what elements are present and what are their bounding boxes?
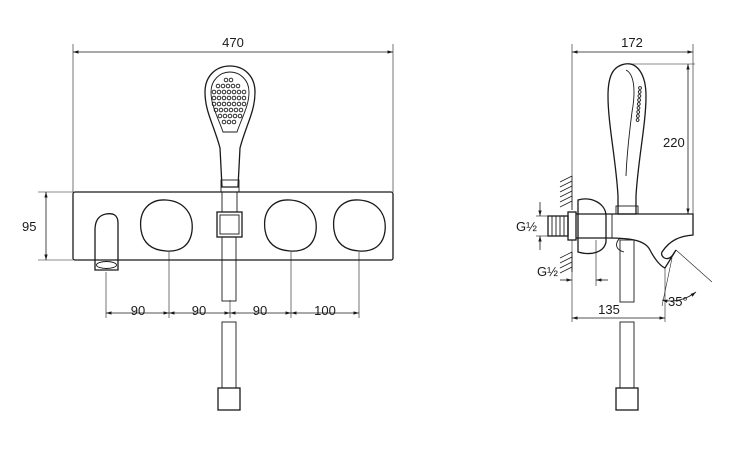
hatch-line — [559, 266, 573, 274]
bath-spout-icon — [94, 213, 119, 271]
hatch-line — [559, 195, 573, 203]
nozzle-dot — [217, 113, 223, 119]
nozzle-dot — [226, 95, 232, 101]
dim-width-label: 470 — [222, 35, 244, 50]
nozzle-dot — [231, 119, 237, 125]
nozzle-dot — [216, 95, 222, 101]
nozzle-dot — [638, 86, 642, 90]
nozzle-dot — [226, 89, 232, 95]
nozzle-dot — [241, 101, 247, 107]
nozzle-dot — [236, 101, 242, 107]
hatch-line — [559, 256, 573, 264]
nozzle-dot — [228, 77, 234, 83]
nozzle-dot — [211, 89, 217, 95]
threaded-connector — [547, 211, 577, 241]
nozzle-dot — [636, 106, 641, 110]
hatch-line — [559, 190, 573, 198]
side-view: 172 220 G½ G½ 135 — [516, 35, 713, 411]
thread-lower-callout: G½ — [537, 240, 608, 286]
nozzle-dot — [231, 89, 237, 95]
hatch-line — [559, 200, 573, 208]
dim-height-label: 95 — [22, 219, 36, 234]
nozzle-dot — [213, 107, 219, 113]
nozzle-dot — [238, 107, 244, 113]
nozzle-dot — [226, 101, 232, 107]
nozzle-dot — [221, 101, 227, 107]
thread-lower-label: G½ — [537, 264, 558, 279]
hatch-line — [559, 180, 573, 188]
nozzle-dot — [233, 107, 239, 113]
nozzle-dot — [236, 95, 242, 101]
nozzle-dot — [226, 119, 232, 125]
hand-shower-icon — [607, 63, 647, 215]
dim-spout-angle-label: 35° — [668, 294, 688, 309]
wall-hatch-icon — [559, 175, 573, 274]
nozzle-dot — [636, 110, 641, 114]
nozzle-dot — [236, 89, 242, 95]
nozzle-dot — [223, 107, 229, 113]
nozzle-dot — [636, 114, 640, 118]
flexible-hose-icon — [216, 191, 243, 411]
nozzle-dot — [223, 77, 229, 83]
bath-spout-icon — [576, 213, 694, 269]
dim-spout-reach-label: 135 — [598, 302, 620, 317]
thread-upper-label: G½ — [516, 219, 537, 234]
nozzle-dot — [221, 89, 227, 95]
dimension-spacing: 90 90 90 100 — [105, 252, 360, 318]
nozzle-dot — [231, 101, 237, 107]
nozzle-dot — [228, 107, 234, 113]
dimension-depth: 172 — [571, 35, 694, 214]
nozzle-dot — [237, 113, 243, 119]
nozzle-dot — [241, 95, 247, 101]
dim-spacing-4: 100 — [314, 303, 336, 318]
flexible-hose-icon — [615, 239, 639, 411]
hatch-line — [559, 261, 573, 269]
dim-shower-height-label: 220 — [663, 135, 685, 150]
nozzle-dot — [235, 83, 241, 89]
nozzle-dot — [230, 83, 236, 89]
nozzle-dot — [637, 94, 642, 98]
nozzle-dot — [211, 101, 217, 107]
side-nozzle-row — [635, 86, 642, 122]
hatch-line — [559, 185, 573, 193]
nozzle-dot — [215, 83, 221, 89]
nozzle-dot — [637, 98, 641, 102]
nozzle-dot — [635, 118, 640, 122]
nozzle-dot — [216, 89, 222, 95]
nozzle-dot — [241, 89, 247, 95]
hatch-line — [559, 175, 573, 183]
dim-depth-label: 172 — [621, 35, 643, 50]
nozzle-dot — [221, 95, 227, 101]
nozzle-dot — [220, 83, 226, 89]
nozzle-dot — [218, 107, 224, 113]
nozzle-grid — [211, 77, 247, 125]
dimension-shower-height: 220 — [628, 63, 695, 214]
escutcheon — [577, 198, 607, 255]
thread-upper-callout: G½ — [516, 202, 548, 250]
nozzle-dot — [227, 113, 233, 119]
nozzle-dot — [225, 83, 231, 89]
control-knob-icon — [139, 199, 386, 252]
dim-spacing-1: 90 — [131, 303, 145, 318]
nozzle-dot — [221, 119, 227, 125]
dimension-height: 95 — [22, 191, 73, 261]
nozzle-dot — [637, 90, 642, 94]
nozzle-dot — [222, 113, 228, 119]
dim-spacing-2: 90 — [192, 303, 206, 318]
nozzle-dot — [211, 95, 217, 101]
nozzle-dot — [636, 102, 641, 106]
dimension-width: 470 — [72, 35, 394, 192]
front-view: 470 95 90 90 90 100 — [22, 35, 394, 411]
dimension-spout-angle: 35° — [661, 249, 713, 309]
nozzle-dot — [232, 113, 238, 119]
hatch-line — [559, 251, 573, 259]
nozzle-dot — [216, 101, 222, 107]
dimension-spout-reach: 135 — [571, 268, 666, 322]
nozzle-dot — [231, 95, 237, 101]
hand-shower-icon — [204, 65, 256, 193]
dim-spacing-3: 90 — [253, 303, 267, 318]
